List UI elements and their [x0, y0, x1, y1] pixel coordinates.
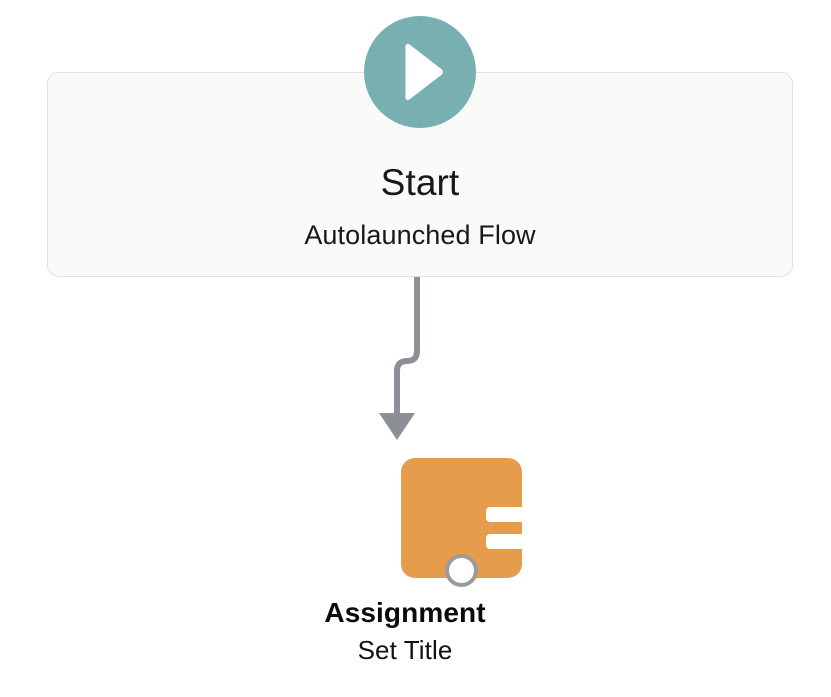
start-to-assignment-connector[interactable] — [370, 277, 460, 447]
start-node-text: Start Autolaunched Flow — [48, 161, 792, 252]
play-icon — [405, 43, 443, 101]
assignment-node-title: Assignment — [324, 597, 486, 628]
assignment-node-subtitle: Set Title — [357, 635, 453, 665]
start-play-button[interactable] — [364, 16, 476, 128]
start-node-title: Start — [380, 162, 460, 203]
assignment-icon[interactable] — [337, 452, 566, 588]
assignment-badge-circle-icon — [445, 554, 478, 587]
assignment-node[interactable]: Assignment Set Title — [280, 452, 566, 688]
start-node-subtitle: Autolaunched Flow — [304, 220, 536, 250]
assignment-bar-bottom — [486, 534, 566, 549]
connector-line — [394, 277, 420, 415]
down-arrow-icon — [379, 413, 415, 440]
assignment-node-text: Assignment Set Title — [280, 596, 530, 666]
assignment-bar-top — [486, 507, 566, 522]
